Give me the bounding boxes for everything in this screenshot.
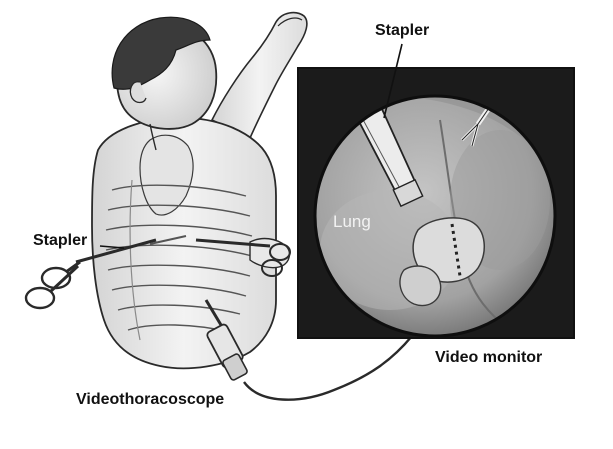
video-monitor (298, 68, 574, 338)
patient-raised-arm (212, 13, 307, 138)
videothoracoscope-label: Videothoracoscope (76, 392, 224, 408)
stapler-left-label: Stapler (33, 233, 87, 249)
lung-label: Lung (333, 213, 371, 230)
scope-cable (244, 336, 412, 400)
stapler-top-label: Stapler (375, 23, 429, 39)
video-monitor-label: Video monitor (435, 350, 542, 366)
